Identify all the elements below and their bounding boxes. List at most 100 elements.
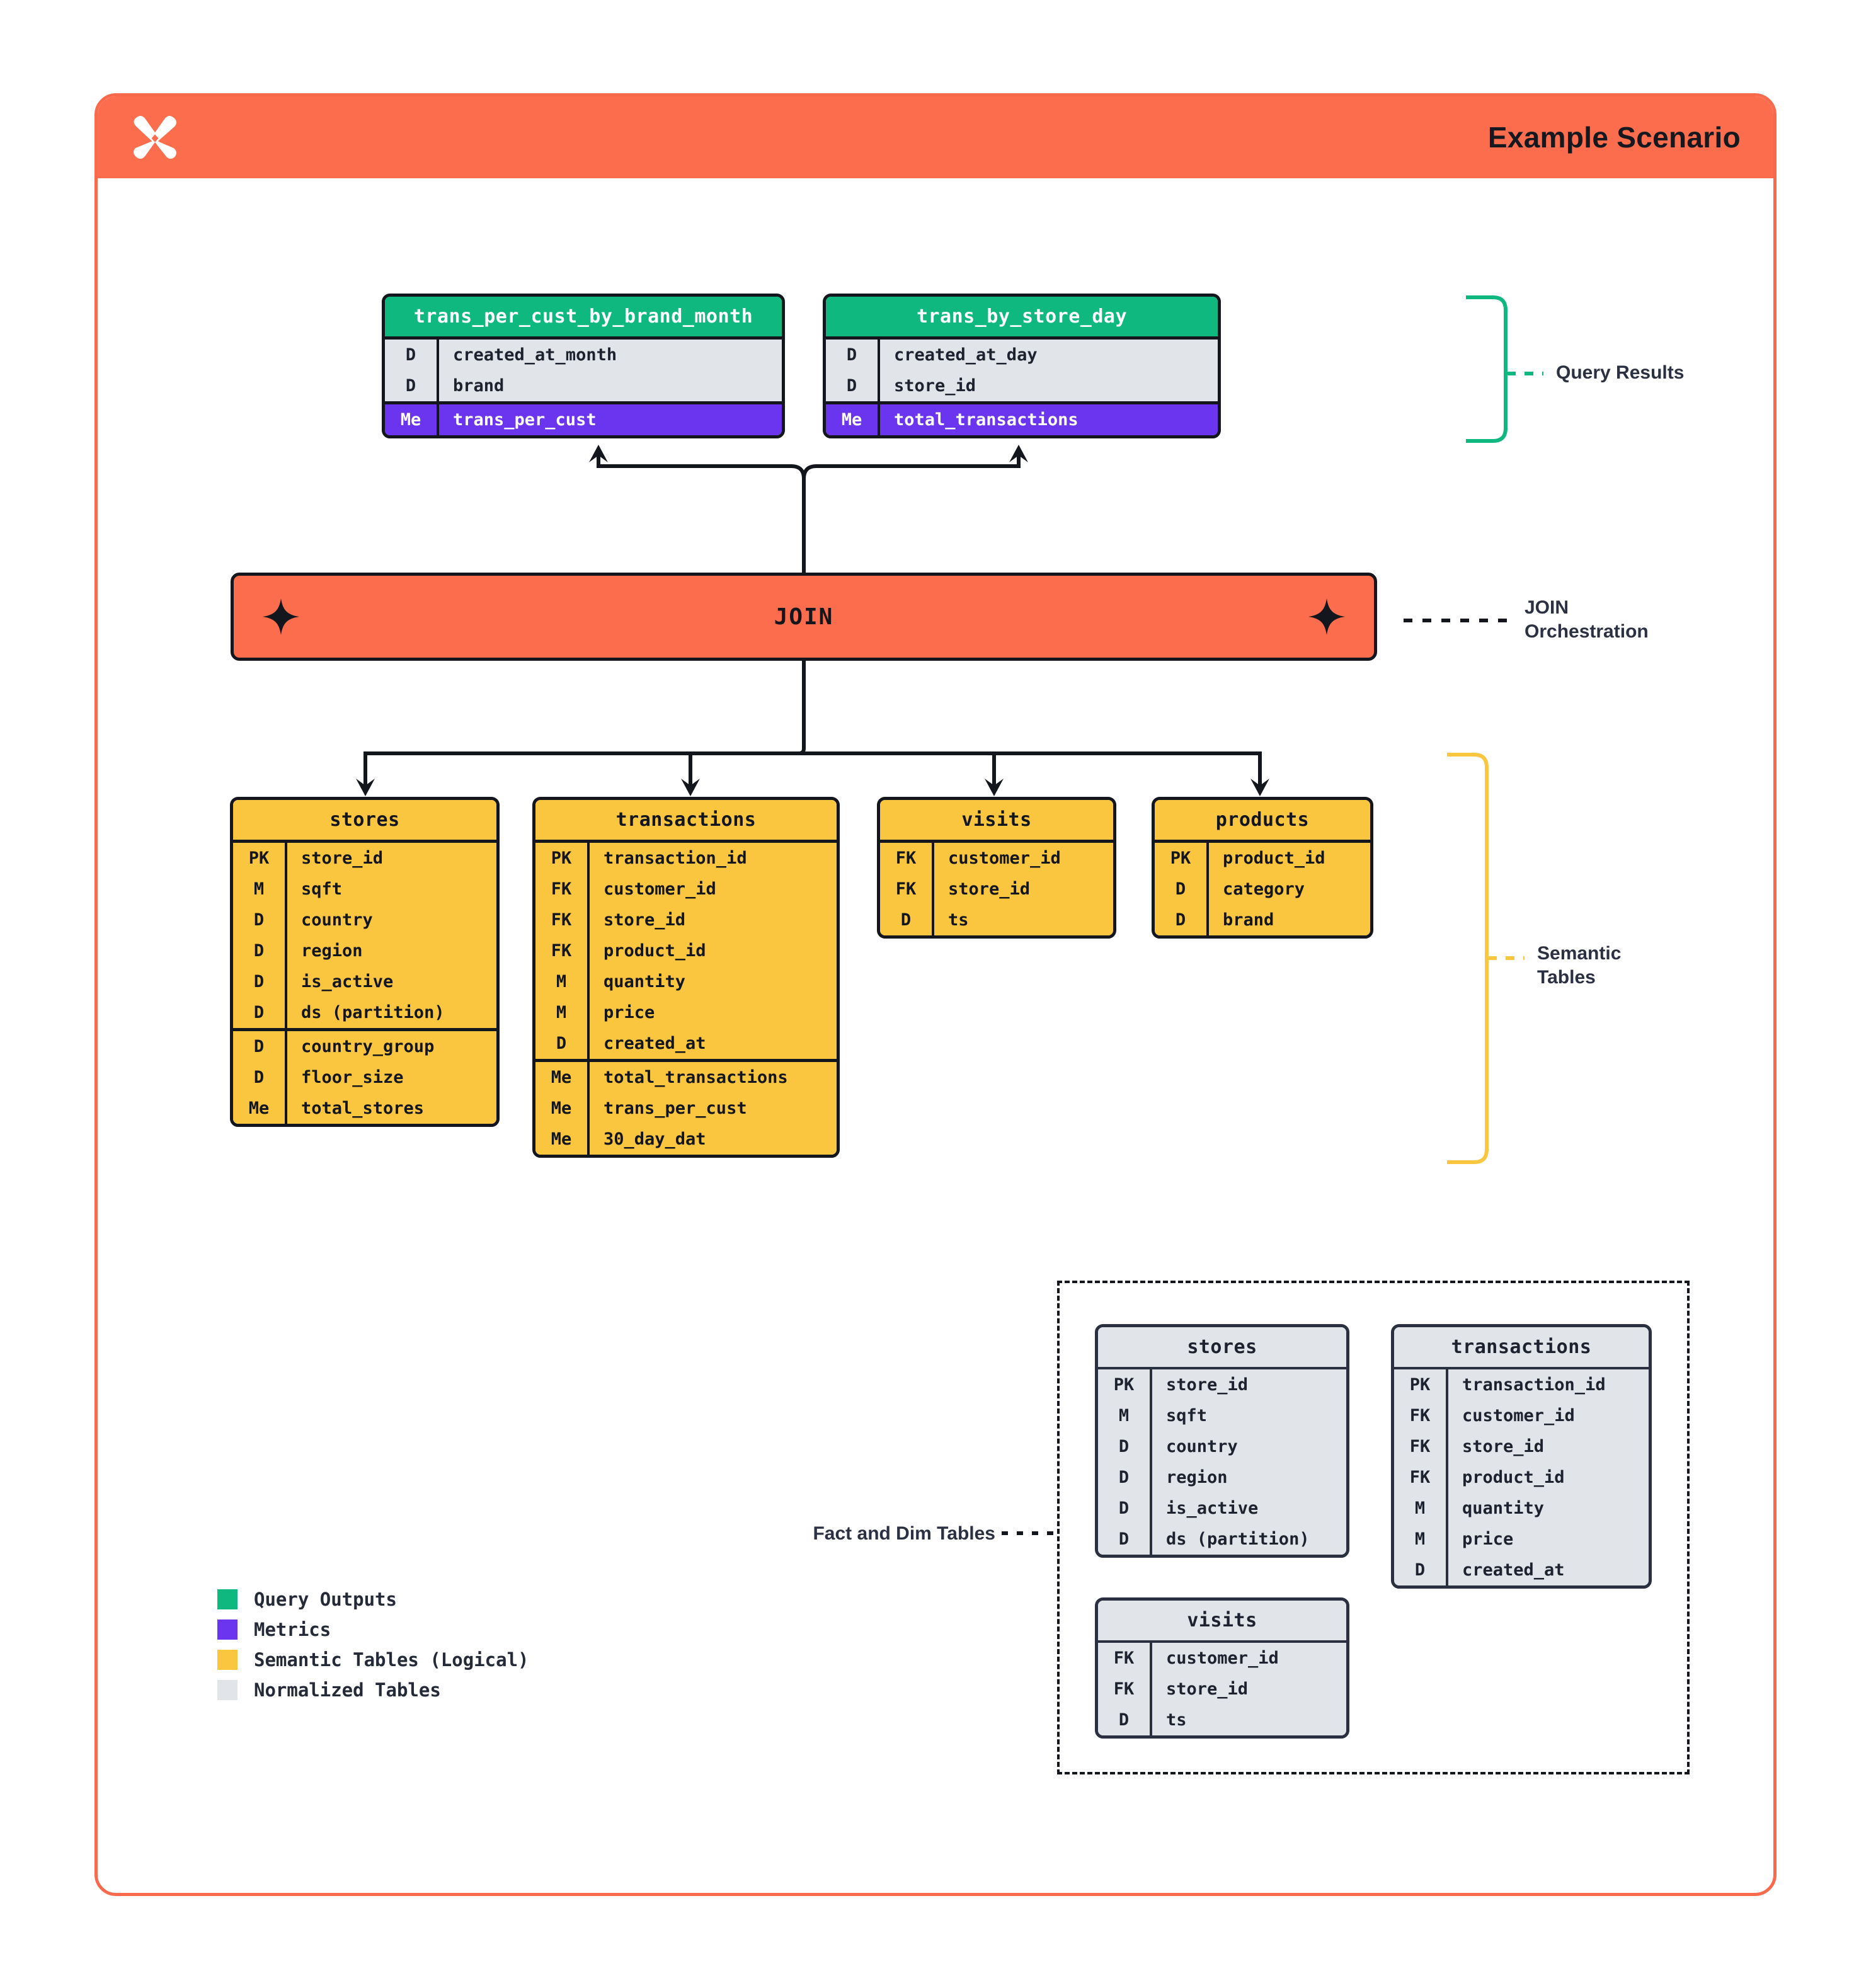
- legend-item: Query Outputs: [217, 1589, 529, 1610]
- legend-label: Metrics: [254, 1619, 331, 1640]
- row-kind: D: [233, 1062, 285, 1093]
- row-field: region: [1150, 1462, 1346, 1493]
- table-row: D created_at_month: [385, 340, 782, 370]
- row-field: country_group: [285, 1031, 496, 1062]
- row-field: transaction_id: [587, 843, 837, 874]
- row-field: created_at: [587, 1028, 837, 1059]
- row-field: floor_size: [285, 1062, 496, 1093]
- card-header: Example Scenario: [98, 96, 1773, 178]
- row-field: price: [587, 997, 837, 1028]
- row-kind: D: [1098, 1705, 1150, 1735]
- row-kind: D: [233, 905, 285, 935]
- fact-and-dim-group-box: [1057, 1281, 1690, 1774]
- table-title: transactions: [535, 800, 837, 840]
- row-kind: FK: [1098, 1674, 1150, 1705]
- row-kind: PK: [535, 843, 587, 874]
- row-kind: FK: [1394, 1431, 1446, 1462]
- row-field: trans_per_cust: [587, 1093, 837, 1124]
- page-title: Example Scenario: [1487, 121, 1741, 154]
- row-kind: FK: [1098, 1643, 1150, 1674]
- table-title: stores: [1098, 1327, 1346, 1367]
- row-field: total_transactions: [587, 1062, 837, 1093]
- row-kind: D: [385, 370, 437, 401]
- legend-item: Normalized Tables: [217, 1679, 529, 1701]
- legend-label: Semantic Tables (Logical): [254, 1649, 529, 1671]
- legend: Query Outputs Metrics Semantic Tables (L…: [217, 1589, 529, 1710]
- annotation-semantic-line1: Semantic: [1537, 943, 1622, 964]
- row-kind: PK: [1155, 843, 1206, 874]
- row-field: total_transactions: [878, 404, 1218, 435]
- query-result-table-1[interactable]: trans_by_store_day D created_at_day D st…: [823, 294, 1221, 438]
- row-kind: D: [233, 935, 285, 966]
- row-kind: Me: [233, 1093, 285, 1124]
- row-field: is_active: [1150, 1493, 1346, 1524]
- table-row: D created_at_day: [826, 340, 1218, 370]
- annotation-semantic-line2: Tables: [1537, 966, 1596, 988]
- row-field: quantity: [587, 966, 837, 997]
- row-kind: PK: [1394, 1369, 1446, 1400]
- row-kind: M: [535, 997, 587, 1028]
- row-kind: D: [880, 905, 932, 935]
- row-field: sqft: [285, 874, 496, 905]
- row-field: store_id: [285, 843, 496, 874]
- row-field: price: [1446, 1524, 1649, 1555]
- join-orchestration-bar[interactable]: JOIN: [231, 573, 1377, 661]
- table-title: stores: [233, 800, 496, 840]
- row-field: created_at_month: [437, 340, 782, 370]
- row-kind: FK: [535, 874, 587, 905]
- row-kind: Me: [535, 1124, 587, 1155]
- table-row: D brand: [385, 370, 782, 401]
- table-row-metric: Me total_transactions: [826, 404, 1218, 435]
- annotation-semantic-tables: Semantic Tables: [1537, 942, 1621, 989]
- row-field: brand: [437, 370, 782, 401]
- row-field: store_id: [587, 905, 837, 935]
- row-field: store_id: [1150, 1369, 1346, 1400]
- row-kind: M: [535, 966, 587, 997]
- row-field: sqft: [1150, 1400, 1346, 1431]
- row-kind: D: [1098, 1524, 1150, 1555]
- row-kind: D: [1155, 905, 1206, 935]
- row-kind: M: [1394, 1524, 1446, 1555]
- query-result-table-0[interactable]: trans_per_cust_by_brand_month D created_…: [382, 294, 785, 438]
- row-kind: D: [1394, 1555, 1446, 1585]
- row-kind: FK: [880, 874, 932, 905]
- row-kind: FK: [535, 935, 587, 966]
- row-field: 30_day_dat: [587, 1124, 837, 1155]
- row-kind: D: [233, 997, 285, 1028]
- row-field: product_id: [1206, 843, 1370, 874]
- row-field: transaction_id: [1446, 1369, 1649, 1400]
- row-kind: D: [535, 1028, 587, 1059]
- legend-swatch-query-outputs: [217, 1589, 237, 1609]
- table-title: transactions: [1394, 1327, 1649, 1367]
- row-field: customer_id: [587, 874, 837, 905]
- row-kind: M: [1394, 1493, 1446, 1524]
- sparkle-icon: [263, 598, 299, 635]
